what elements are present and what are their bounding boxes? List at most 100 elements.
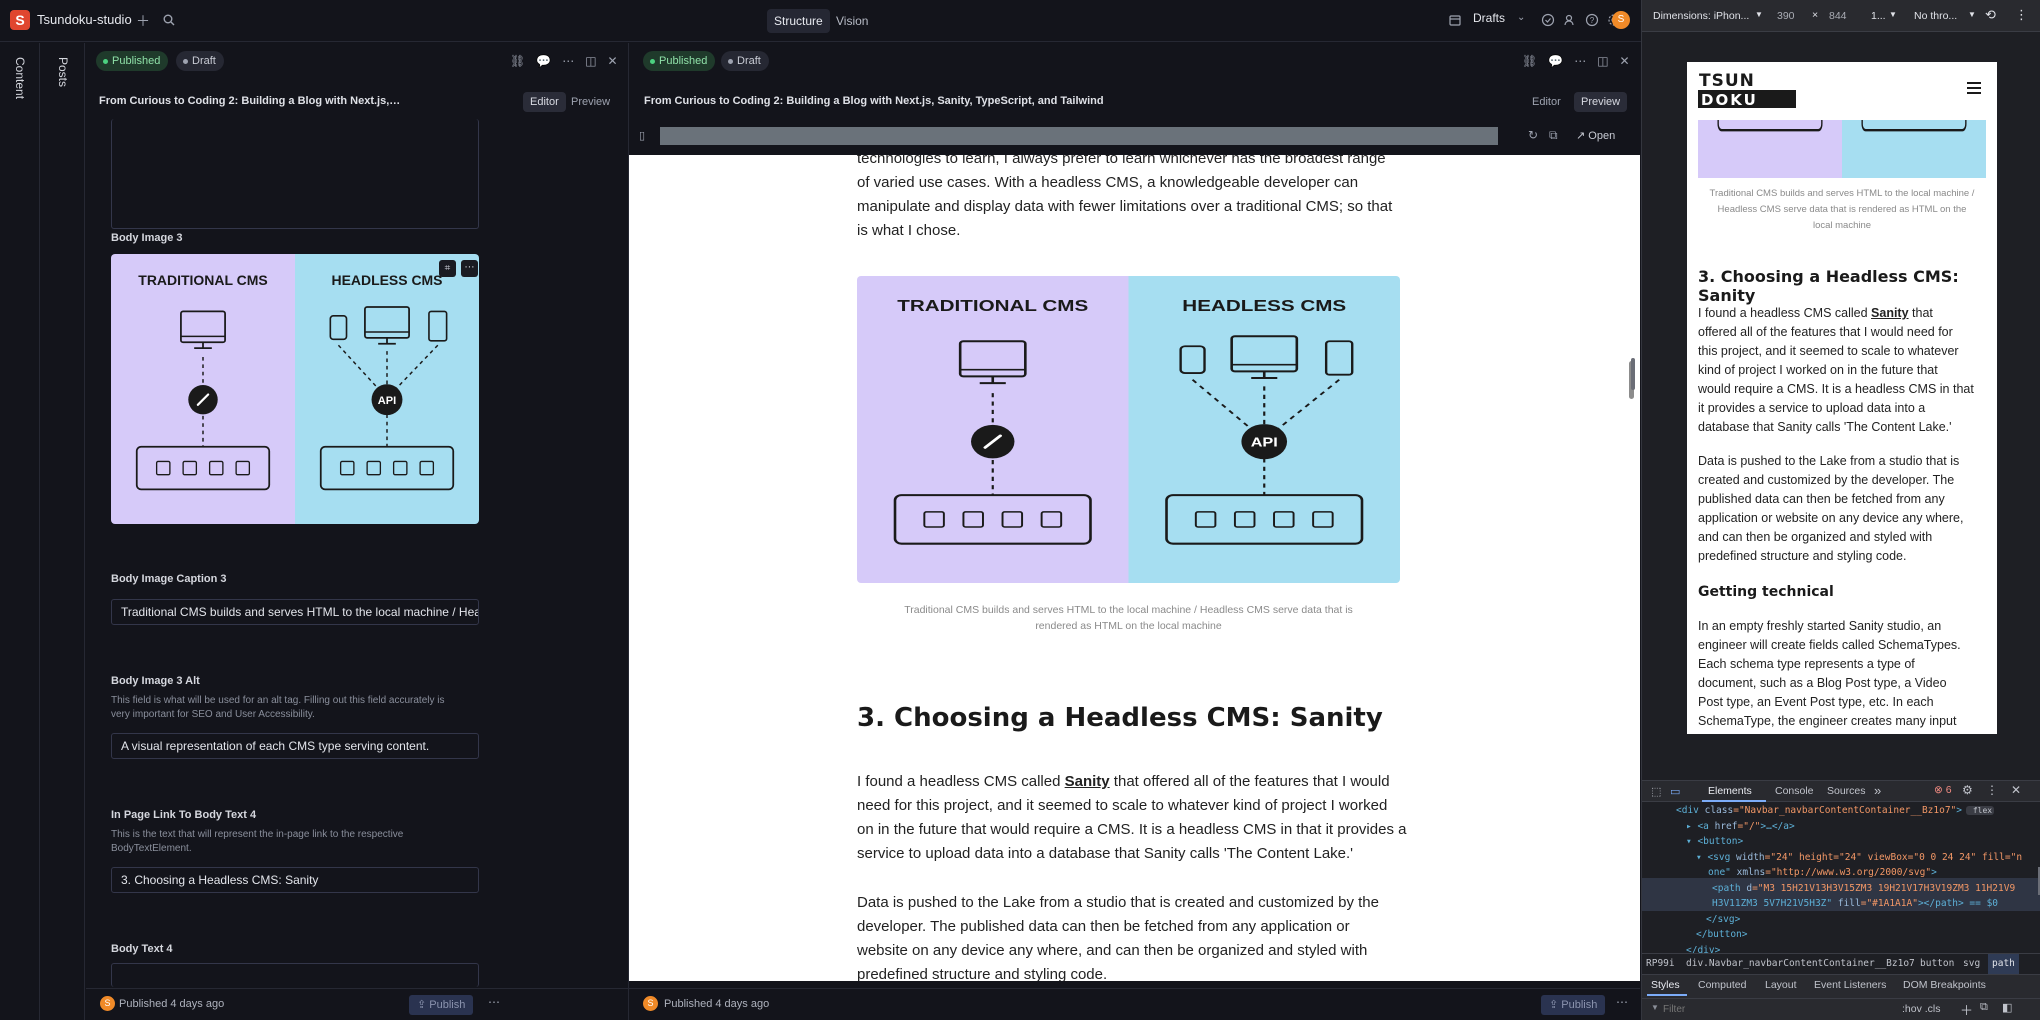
tab-sources[interactable]: Sources: [1827, 785, 1866, 797]
inspect-icon[interactable]: ⬚: [1651, 786, 1662, 798]
dom-line[interactable]: H3V11ZM3 5V7H21V5H3Z" fill="#1A1A1A"></p…: [1712, 898, 1999, 909]
zoom-select[interactable]: 1...: [1871, 10, 1886, 22]
dom-line[interactable]: ▾ <button>: [1686, 836, 1744, 847]
hamburger-menu-icon[interactable]: [1967, 82, 1981, 94]
rotate-icon[interactable]: ⟲: [1985, 7, 1996, 22]
preview-more-icon[interactable]: ⋯: [1574, 54, 1587, 68]
devtools-more-icon[interactable]: ⋮: [1986, 783, 1998, 797]
preview-close-icon[interactable]: ✕: [1619, 54, 1630, 68]
crop-icon[interactable]: ⌗: [439, 260, 456, 277]
tab-dom-breakpoints[interactable]: DOM Breakpoints: [1903, 979, 1986, 991]
user-avatar[interactable]: S: [1612, 11, 1630, 29]
preview-editor-button[interactable]: Editor: [1532, 96, 1561, 108]
zoom-dropdown-icon[interactable]: ▼: [1889, 10, 1897, 19]
preview-split-icon[interactable]: ◫: [1597, 54, 1609, 68]
pane-resize-handle[interactable]: [1631, 358, 1635, 390]
copy-icon[interactable]: ⧉: [1549, 128, 1558, 142]
check-circle-icon[interactable]: [1541, 13, 1555, 27]
caption-input[interactable]: Traditional CMS builds and serves HTML t…: [111, 599, 479, 625]
preview-footer-more-icon[interactable]: ⋯: [1616, 995, 1628, 1009]
previous-textarea[interactable]: [111, 119, 479, 229]
dom-line[interactable]: ▸ <a href="/">…</a>: [1686, 820, 1795, 832]
comment-icon[interactable]: 💬: [536, 54, 552, 68]
tab-layout[interactable]: Layout: [1765, 979, 1797, 991]
link-icon[interactable]: ⛓: [510, 54, 526, 68]
hov-cls-toggles[interactable]: :hov .cls: [1902, 1003, 1941, 1015]
preview-url-bar[interactable]: [660, 127, 1498, 145]
tab-styles[interactable]: Styles: [1651, 979, 1680, 991]
dom-line[interactable]: <div class="Navbar_navbarContentContaine…: [1676, 805, 1995, 816]
split-pane-icon[interactable]: ◫: [585, 54, 597, 68]
users-icon[interactable]: [1563, 13, 1577, 27]
phone-sanity-link[interactable]: Sanity: [1871, 306, 1909, 320]
breadcrumb-root[interactable]: RP99i: [1646, 958, 1675, 969]
dom-line[interactable]: <path d="M3 15H21V13H3V15ZM3 19H21V17H3V…: [1712, 882, 2016, 894]
devtools-settings-icon[interactable]: ⚙: [1962, 783, 1973, 797]
close-icon[interactable]: ✕: [607, 54, 618, 68]
search-icon[interactable]: [163, 14, 175, 26]
in-page-link-input[interactable]: 3. Choosing a Headless CMS: Sanity: [111, 867, 479, 893]
dom-scrollbar[interactable]: [2038, 867, 2040, 895]
tab-event-listeners[interactable]: Event Listeners: [1814, 979, 1887, 991]
preview-publish-button[interactable]: ⇪ Publish: [1541, 995, 1606, 1015]
image-more-icon[interactable]: ⋯: [461, 260, 478, 277]
width-field[interactable]: 390: [1777, 10, 1795, 22]
draft-badge[interactable]: Draft: [176, 51, 224, 71]
devtools-close-icon[interactable]: ✕: [2011, 783, 2022, 797]
preview-preview-button[interactable]: Preview: [1574, 92, 1628, 112]
perspective-select[interactable]: Drafts: [1473, 11, 1506, 25]
error-count[interactable]: ⊗ 6: [1934, 784, 1952, 796]
body-text-editor[interactable]: [111, 963, 479, 987]
preview-comment-icon[interactable]: 💬: [1548, 54, 1564, 68]
preview-published-badge[interactable]: Published: [643, 51, 716, 71]
height-field[interactable]: 844: [1829, 10, 1847, 22]
preview-draft-badge[interactable]: Draft: [721, 51, 769, 71]
device-mode-icon[interactable]: ▭: [1670, 786, 1681, 798]
posts-rail-label[interactable]: Posts: [56, 57, 70, 88]
device-icon[interactable]: ▯: [639, 130, 646, 142]
throttle-select[interactable]: No thro...: [1914, 10, 1958, 22]
preview-link-icon[interactable]: ⛓: [1522, 54, 1538, 68]
publish-button[interactable]: ⇪ Publish: [409, 995, 474, 1015]
published-badge[interactable]: Published: [96, 51, 169, 71]
breadcrumb-path[interactable]: path: [1988, 954, 2019, 974]
tab-console[interactable]: Console: [1775, 785, 1814, 797]
breadcrumb-div[interactable]: div.Navbar_navbarContentContainer__Bz1o7: [1686, 958, 1915, 969]
toolbar-more-icon[interactable]: ⋮: [2015, 7, 2028, 22]
alt-input[interactable]: A visual representation of each CMS type…: [111, 733, 479, 759]
tab-elements[interactable]: Elements: [1708, 785, 1752, 797]
chevron-down-icon[interactable]: ⌄: [1517, 12, 1526, 23]
editor-mode-button[interactable]: Editor: [523, 92, 566, 112]
reload-icon[interactable]: ↻: [1528, 128, 1539, 142]
more-icon[interactable]: ⋯: [562, 54, 575, 68]
plus-icon[interactable]: ＋: [136, 13, 150, 29]
help-icon[interactable]: ?: [1585, 13, 1599, 27]
open-button[interactable]: ↗ Open: [1576, 129, 1615, 142]
sidebar-toggle-icon[interactable]: ◧: [2002, 1002, 2013, 1014]
footer-more-icon[interactable]: ⋯: [488, 995, 500, 1009]
styles-filter-input[interactable]: [1663, 1001, 1823, 1017]
breadcrumb-button[interactable]: button: [1920, 958, 1955, 969]
dom-line[interactable]: </div>: [1686, 944, 1721, 954]
breadcrumb-svg[interactable]: svg: [1963, 958, 1981, 969]
device-dropdown-icon[interactable]: ▼: [1755, 10, 1763, 19]
computed-toggle-icon[interactable]: ⧉: [1980, 1001, 1988, 1013]
sanity-logo[interactable]: S: [10, 10, 30, 30]
new-rule-icon[interactable]: ＋: [1960, 1003, 1974, 1018]
more-tabs-icon[interactable]: »: [1874, 783, 1882, 798]
dom-line[interactable]: </button>: [1696, 929, 1748, 940]
tab-computed[interactable]: Computed: [1698, 979, 1747, 991]
device-select[interactable]: Dimensions: iPhon...: [1653, 10, 1750, 22]
dom-line[interactable]: ▾ <svg width="24" height="24" viewBox="0…: [1696, 851, 2023, 863]
studio-name[interactable]: Tsundoku-studio: [37, 12, 132, 27]
sanity-link[interactable]: Sanity: [1064, 773, 1110, 790]
tab-structure[interactable]: Structure: [767, 9, 830, 33]
throttle-dropdown-icon[interactable]: ▼: [1968, 10, 1976, 19]
dom-line[interactable]: </svg>: [1706, 913, 1741, 925]
tab-vision[interactable]: Vision: [836, 14, 869, 28]
preview-mode-button[interactable]: Preview: [571, 96, 611, 108]
dom-line[interactable]: one" xmlns="http://www.w3.org/2000/svg">: [1708, 867, 1937, 878]
content-rail-label[interactable]: Content: [13, 57, 27, 100]
